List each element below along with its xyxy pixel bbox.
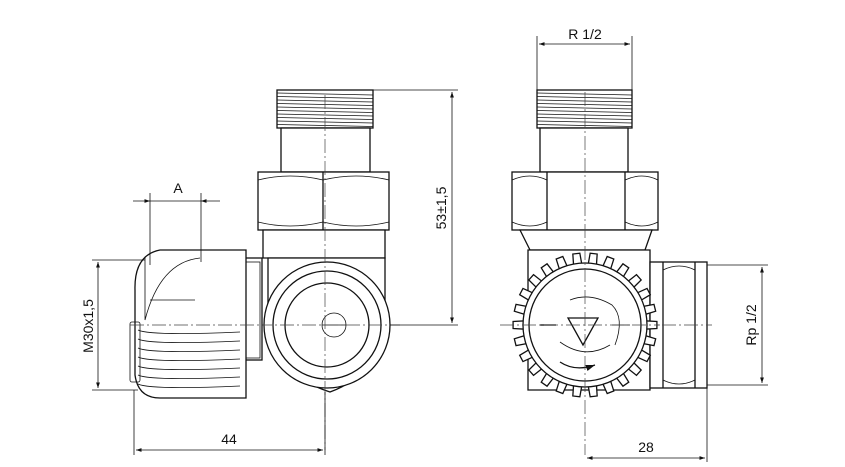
dimension-r12-label: R 1/2 — [568, 26, 602, 42]
dimension-28-label: 28 — [638, 439, 654, 455]
side-view — [500, 89, 712, 455]
front-head-cap — [129, 249, 247, 399]
side-nipple-thread — [536, 89, 633, 129]
rotation-arrow-icon — [559, 361, 596, 372]
dimension-rp12: Rp 1/2 — [707, 264, 768, 386]
dimension-44: 44 — [133, 390, 326, 455]
front-view — [129, 89, 400, 450]
valve-symbol-icon — [566, 317, 600, 347]
front-body-skirt — [262, 229, 386, 259]
dimension-m30-label: M30x1,5 — [80, 299, 96, 353]
dimension-a: A — [133, 180, 220, 265]
dimension-53-label: 53±1,5 — [433, 186, 449, 229]
dimension-r12: R 1/2 — [536, 26, 633, 92]
side-neck — [539, 127, 629, 173]
front-neck — [280, 127, 371, 173]
dimension-53: 53±1,5 — [373, 89, 458, 326]
front-hex-nut — [257, 171, 390, 231]
dimension-rp12-label: Rp 1/2 — [743, 304, 759, 345]
dimension-m30: M30x1,5 — [80, 259, 145, 391]
dimension-a-label: A — [173, 180, 183, 196]
dimension-44-label: 44 — [221, 431, 237, 447]
side-body-skirt — [518, 229, 653, 251]
dimension-28: 28 — [587, 388, 708, 462]
